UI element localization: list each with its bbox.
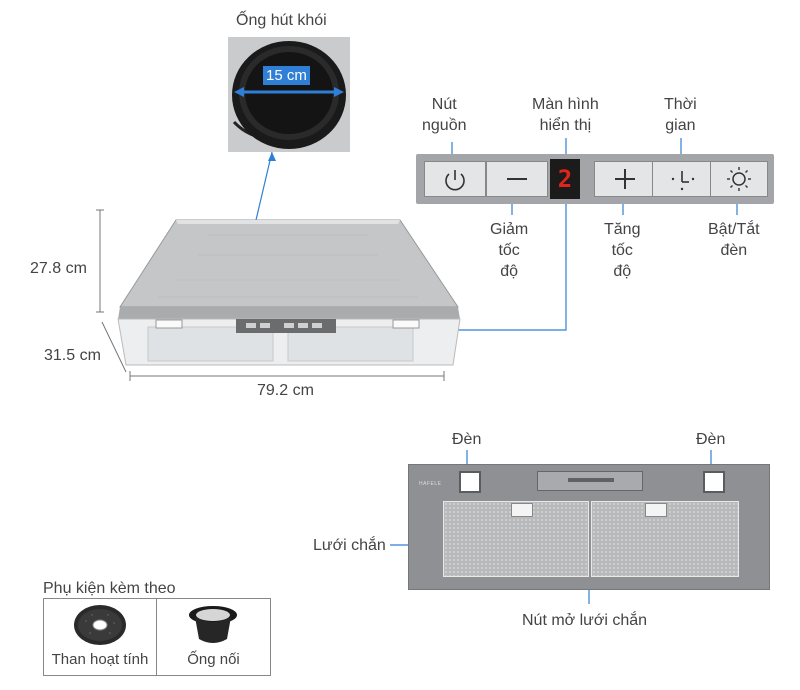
power-button[interactable] bbox=[424, 161, 486, 197]
plus-icon bbox=[615, 169, 635, 189]
speed-up-button[interactable] bbox=[594, 161, 656, 197]
accessory-label-carbon: Than hoạt tính bbox=[51, 651, 149, 668]
control-panel: 2 bbox=[416, 154, 774, 204]
duct-ring-icon bbox=[232, 41, 346, 149]
control-strip bbox=[537, 471, 643, 491]
light-left-label: Đèn bbox=[452, 431, 482, 448]
filter-label: Lưới chắn bbox=[313, 537, 386, 554]
timer-button[interactable] bbox=[652, 161, 712, 197]
filter-release-right[interactable] bbox=[645, 503, 667, 517]
duct-diameter: 15 cm bbox=[263, 66, 310, 85]
depth-dimension: 31.5 cm bbox=[44, 347, 101, 364]
duct-title: Ống hút khói bbox=[236, 12, 327, 29]
power-icon bbox=[445, 170, 465, 191]
display-screen: 2 bbox=[550, 159, 580, 199]
filter-release-left[interactable] bbox=[511, 503, 533, 517]
duct-photo: 15 cm bbox=[228, 37, 350, 152]
light-right bbox=[703, 471, 725, 493]
hood-drawing bbox=[117, 219, 461, 366]
display-digit: 2 bbox=[557, 165, 573, 193]
connector-ring-icon bbox=[189, 606, 237, 643]
carbon-filter-icon bbox=[74, 605, 126, 645]
width-dimension: 79.2 cm bbox=[257, 382, 314, 399]
sun-icon bbox=[727, 167, 751, 191]
light-button[interactable] bbox=[710, 161, 768, 197]
minus-icon bbox=[507, 178, 527, 180]
filter-release-label: Nút mở lưới chắn bbox=[522, 612, 648, 629]
brand-logo: HAFELE bbox=[419, 481, 442, 487]
accessory-label-connector: Ống nối bbox=[187, 651, 240, 668]
accessories-title: Phụ kiện kèm theo bbox=[43, 580, 176, 597]
height-dimension: 27.8 cm bbox=[30, 260, 87, 277]
hood-bottom-view: HAFELE bbox=[408, 464, 770, 590]
timer-icon bbox=[671, 171, 695, 191]
light-left bbox=[459, 471, 481, 493]
light-right-label: Đèn bbox=[696, 431, 726, 448]
speed-down-button[interactable] bbox=[486, 161, 548, 197]
accessories-box: Than hoạt tính Ống nối bbox=[43, 598, 271, 676]
